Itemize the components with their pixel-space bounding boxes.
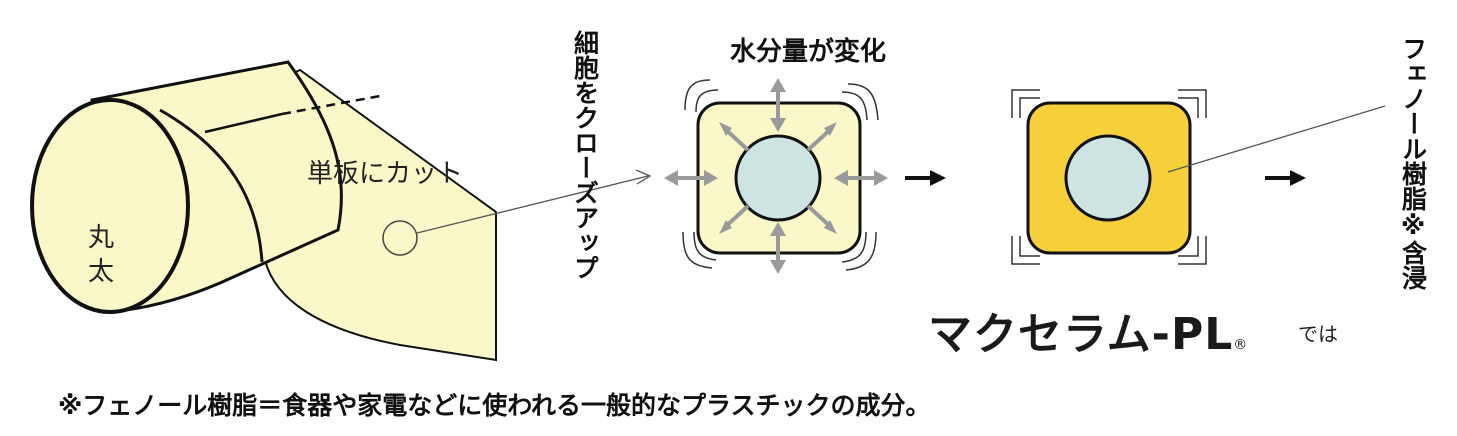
bracket-tr (847, 83, 879, 121)
resin-bracket-tl-2 (1019, 97, 1040, 118)
cell-lumen (734, 134, 822, 222)
log-end-face (30, 98, 190, 314)
veneer-curve (159, 108, 264, 263)
resin-bracket-bl (1011, 236, 1040, 265)
resin-bracket-br-2 (1178, 236, 1199, 257)
footnote: ※フェノール樹脂＝食器や家電などに使われる一般的なプラスチックの成分。 (58, 391, 931, 420)
process-arrow-2 (1265, 170, 1306, 186)
resin-pointer-line (1167, 105, 1386, 173)
registered-mark: ® (1233, 337, 1249, 353)
brand-suffix: では (1298, 322, 1338, 346)
cut-label: 単板にカット (307, 159, 463, 189)
bracket-tl-2 (695, 89, 719, 113)
resin-bracket-tr (1178, 89, 1207, 118)
bracket-tl (684, 79, 711, 111)
log-label-2: 太 (88, 257, 114, 287)
bracket-bl-2 (693, 231, 717, 261)
cut-line-solid (204, 112, 283, 134)
bracket-tr-2 (841, 91, 868, 121)
cell-resin (1011, 89, 1386, 265)
resin-cell-lumen (1064, 134, 1152, 222)
bracket-br-2 (841, 231, 867, 263)
resin-bracket-bl-2 (1019, 236, 1040, 257)
brand-logo: マクセラム-PL® (928, 298, 1248, 362)
moisture-label: 水分量が変化 (730, 36, 886, 67)
cut-line-dashed (281, 94, 381, 116)
log-illustration (30, 60, 652, 362)
magnify-circle (382, 220, 418, 256)
resin-bracket-tr-2 (1178, 97, 1199, 118)
brand-name: マクセラム-PL (928, 309, 1234, 360)
closeup-pointer-line (416, 175, 649, 234)
closeup-label: 細胞をクローズアップ (571, 30, 600, 280)
process-arrow-1 (905, 170, 946, 186)
moisture-arrows (664, 78, 888, 274)
log-label-1: 丸 (88, 223, 114, 253)
resin-bracket-tl (1011, 89, 1040, 118)
impregnation-label: フェノール樹脂※含浸 (1399, 36, 1428, 290)
closeup-pointer-head (635, 169, 652, 185)
resin-bracket-br (1178, 236, 1207, 265)
bracket-br (845, 231, 877, 271)
bracket-bl (682, 231, 713, 269)
